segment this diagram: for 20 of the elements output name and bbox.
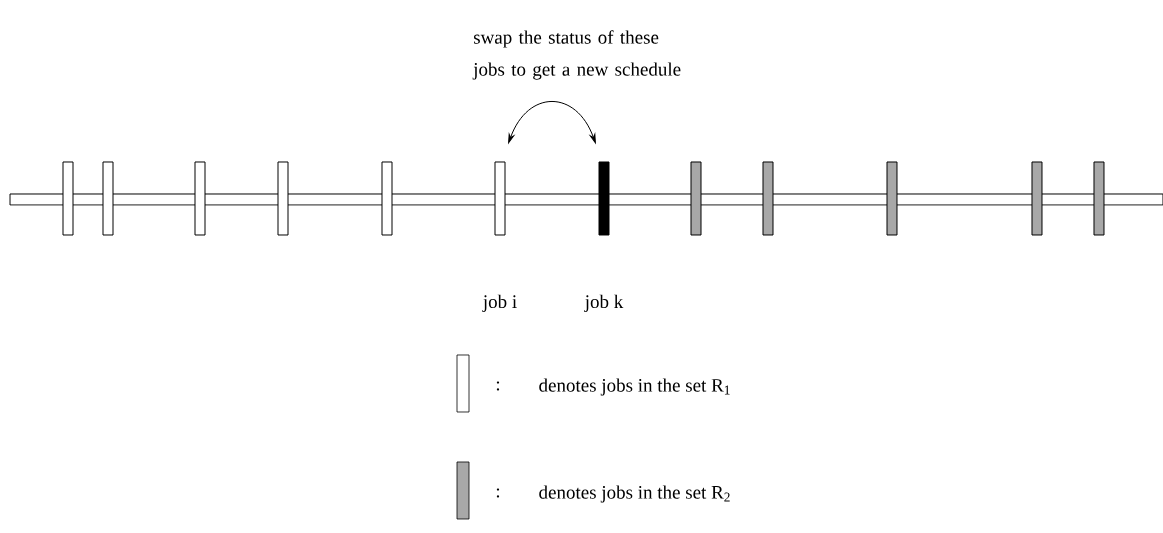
job-bar bbox=[598, 161, 610, 236]
job-bar bbox=[1093, 161, 1105, 236]
job-bar bbox=[494, 161, 506, 236]
job-bar bbox=[381, 161, 393, 236]
annotation: swap the status of these jobs to get a new schedule bbox=[472, 30, 681, 80]
legend-text: denotes jobs in the set R$_{1}$ bbox=[539, 378, 730, 396]
job-bar bbox=[62, 161, 74, 236]
job-bar bbox=[102, 161, 114, 236]
colon: : bbox=[496, 488, 500, 498]
job-bar bbox=[194, 161, 206, 236]
job-bar bbox=[690, 161, 702, 236]
job-label: job i bbox=[482, 294, 517, 312]
job-bar bbox=[1031, 161, 1043, 236]
job-bar bbox=[762, 161, 774, 236]
swap-arrow bbox=[508, 100, 596, 144]
legend-text: denotes jobs in the set R$_{2}$ bbox=[539, 485, 730, 503]
job-bar bbox=[886, 161, 898, 236]
colon: : bbox=[496, 381, 500, 391]
job-label: job k bbox=[584, 294, 624, 312]
job-bar bbox=[277, 161, 289, 236]
